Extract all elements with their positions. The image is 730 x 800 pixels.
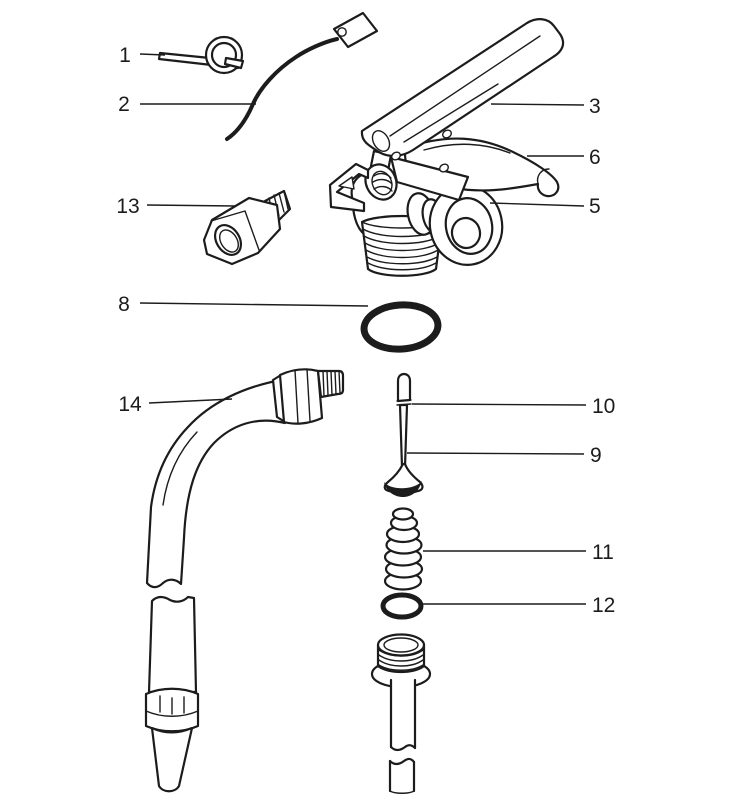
valve-poppet-seal [384, 481, 422, 497]
callout-12-label: 12 [592, 594, 615, 617]
callout-13-leader-line [146, 204, 237, 207]
callout-5-leader-line [489, 202, 585, 207]
callout-1-leader-line [139, 53, 166, 56]
callout-8-label: 8 [118, 293, 130, 316]
part-valve-spring [383, 507, 424, 591]
hose-fitting-collar [278, 368, 324, 425]
gauge-face [444, 197, 494, 255]
part-discharge-hose [144, 368, 345, 793]
part-mounting-bracket [328, 162, 370, 213]
port-thread-lines [372, 172, 393, 192]
hose-upper-bend [145, 378, 287, 589]
callout-3-label: 3 [589, 95, 601, 118]
part-safety-pull-pin [157, 35, 245, 75]
part-seal-wire-and-tag [225, 11, 379, 141]
siphon-tube-upper [389, 678, 417, 752]
callout-10-label: 10 [592, 395, 615, 418]
valve-stem-shaft [398, 403, 409, 469]
gauge-center [450, 216, 482, 250]
hose-nozzle-tip [150, 726, 194, 793]
hose-port-opening [364, 163, 398, 201]
rivet-hole [442, 129, 452, 139]
part-lever-link-plate [389, 155, 470, 202]
siphon-tube-lower [388, 757, 416, 794]
part-stem-o-ring [380, 592, 424, 620]
callout-8-leader-line [139, 302, 369, 307]
callout-9-leader-line [406, 452, 585, 455]
fitting-thread-lines [322, 370, 341, 397]
callout-5-label: 5 [589, 195, 601, 218]
callout-10-leader-line [411, 403, 587, 406]
part-siphon-tube [370, 633, 432, 794]
valve-stem-tip [396, 372, 412, 403]
callout-9-label: 9 [590, 444, 602, 467]
callout-14-leader-line [148, 398, 233, 404]
callout-2-label: 2 [118, 93, 130, 116]
part-hose-port [364, 163, 398, 201]
bracket-hole [338, 176, 355, 190]
callout-3-leader-line [490, 103, 585, 106]
seal-tag-hole [337, 27, 347, 37]
seal-tag [332, 11, 379, 49]
callout-1-label: 1 [119, 44, 131, 67]
rivet-hole [391, 151, 401, 161]
rivet-hole [439, 163, 449, 173]
callout-14-label: 14 [118, 393, 142, 416]
part-neck-o-ring [360, 301, 442, 353]
hose-lower-section [147, 595, 198, 694]
collar-knurl-lines [159, 695, 185, 715]
callout-11-label: 11 [592, 541, 614, 564]
handle-end-cap [371, 130, 391, 152]
seal-wire [225, 37, 339, 141]
part-valve-stem [383, 372, 424, 497]
callout-6-label: 6 [589, 146, 601, 169]
part-carrying-handle [360, 18, 565, 178]
part-hose-adapter-nut [202, 189, 292, 266]
callout-13-label: 13 [116, 195, 139, 218]
